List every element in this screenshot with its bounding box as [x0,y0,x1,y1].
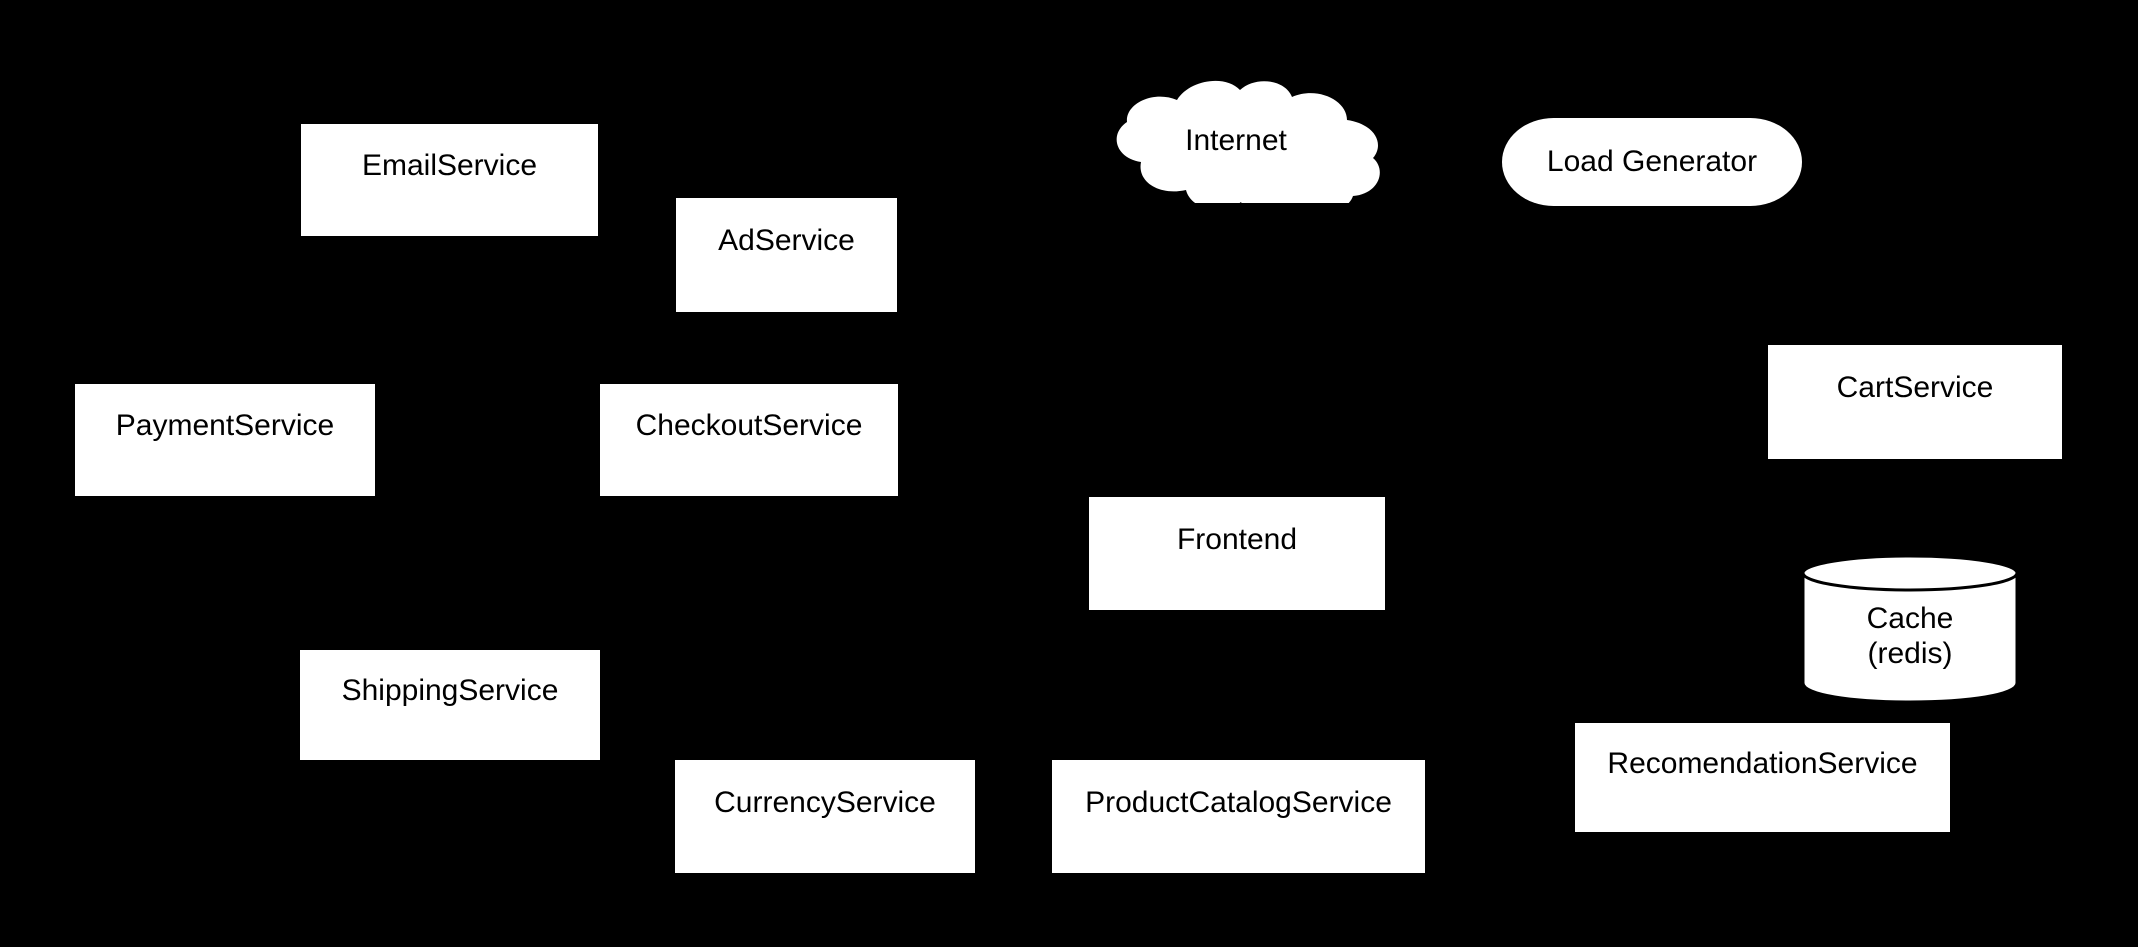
node-label-recomendation-service: RecomendationService [1607,746,1918,780]
node-label-cart-service: CartService [1836,371,1994,405]
node-label-internet: Internet [1185,123,1287,157]
cloud-shape-icon [1116,80,1380,203]
node-label-shipping-service: ShippingService [341,674,559,708]
node-label-currency-service: CurrencyService [714,785,936,819]
node-payment-service[interactable]: PaymentService [75,384,375,496]
node-label-checkout-service: CheckoutService [635,409,863,443]
node-label-load-generator: Load Generator [1546,145,1758,179]
node-label-payment-service: PaymentService [115,409,335,443]
node-label-product-catalog-service: ProductCatalogService [1085,785,1392,819]
node-frontend[interactable]: Frontend [1089,497,1385,610]
node-label-ad-service: AdService [718,224,855,258]
node-load-generator[interactable]: Load Generator [1502,118,1802,206]
node-currency-service[interactable]: CurrencyService [675,760,975,873]
node-label-email-service: EmailService [361,149,538,183]
node-email-service[interactable]: EmailService [301,124,598,236]
node-internet[interactable]: Internet [1085,78,1387,203]
node-recomendation-service[interactable]: RecomendationService [1575,723,1950,832]
cylinder-database-icon [1801,554,2019,703]
node-label-frontend: Frontend [1176,522,1298,556]
node-ad-service[interactable]: AdService [676,198,897,312]
node-checkout-service[interactable]: CheckoutService [600,384,898,496]
node-shipping-service[interactable]: ShippingService [300,650,600,760]
node-cart-service[interactable]: CartService [1768,345,2062,459]
node-product-catalog-service[interactable]: ProductCatalogService [1052,760,1425,873]
node-cache-redis[interactable]: Cache (redis) [1800,553,2020,703]
node-label-cache-redis: Cache (redis) [1866,601,1954,670]
